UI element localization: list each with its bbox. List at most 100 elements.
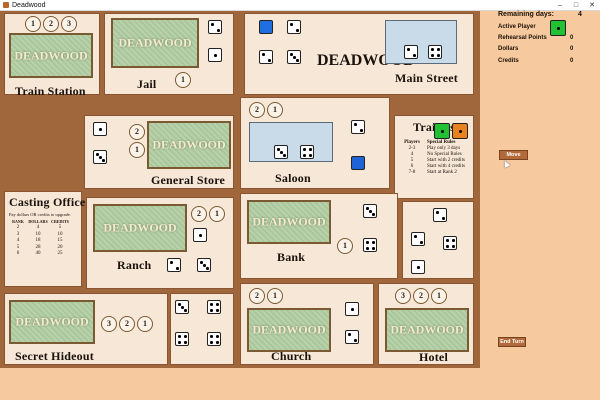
rehearsal-points: Rehearsal Points 0 [498, 35, 574, 41]
role-die[interactable] [207, 332, 221, 346]
role-die[interactable] [363, 204, 377, 218]
move-button[interactable]: Move [499, 150, 528, 160]
role-die[interactable] [93, 150, 107, 164]
role-die[interactable] [443, 236, 457, 250]
window-title: Deadwood [12, 1, 46, 9]
role-die[interactable] [287, 50, 301, 64]
scene-card-back: DEADWOOD [9, 33, 93, 78]
role-die[interactable] [93, 122, 107, 136]
player-token-green[interactable] [434, 123, 450, 139]
shot-counter: 1 [209, 206, 225, 222]
room-name-bank: Bank [277, 250, 306, 264]
room-hideout-roles[interactable] [170, 293, 234, 365]
scene-card-back: DEADWOOD [247, 200, 331, 244]
game-board: DEADWOOD 1 2 3 Train Station DEADWOOD 1 … [0, 11, 480, 368]
room-casting-office[interactable]: Casting Office Pay dollars OR credits to… [4, 191, 86, 287]
room-name-hotel: Hotel [419, 350, 448, 364]
remaining-days: Remaining days: 4 [498, 11, 582, 18]
shot-counter: 1 [431, 288, 447, 304]
room-name-main-street: Main Street [395, 71, 458, 85]
room-name-saloon: Saloon [275, 171, 311, 185]
role-die[interactable] [351, 156, 365, 170]
role-die[interactable] [207, 300, 221, 314]
shot-counter: 3 [61, 16, 77, 32]
role-die[interactable] [197, 258, 211, 272]
app-icon [3, 2, 9, 8]
room-bank[interactable]: DEADWOOD 1 Bank [240, 193, 398, 279]
room-name-casting-office: Casting Office [9, 195, 86, 209]
maximize-button[interactable]: □ [573, 2, 579, 9]
room-secret-hideout[interactable]: DEADWOOD 3 2 1 Secret Hideout [4, 293, 168, 365]
role-die[interactable] [193, 228, 207, 242]
room-name-general-store: General Store [151, 173, 226, 187]
role-die[interactable] [345, 302, 359, 316]
window-titlebar: Deadwood – □ ✕ [0, 0, 600, 11]
end-turn-button[interactable]: End Turn [498, 337, 526, 347]
shot-counter: 1 [129, 142, 145, 158]
shot-counter: 2 [43, 16, 59, 32]
shot-counter: 1 [337, 238, 353, 254]
shot-counter: 2 [249, 288, 265, 304]
shot-counter: 3 [101, 316, 117, 332]
room-name-church: Church [271, 349, 312, 363]
minimize-button[interactable]: – [558, 2, 562, 9]
role-die[interactable] [404, 45, 418, 59]
role-die[interactable] [259, 50, 273, 64]
shot-counter: 1 [25, 16, 41, 32]
status-panel: Remaining days: 4 Active Player Rehearsa… [480, 11, 600, 368]
room-jail[interactable]: DEADWOOD 1 Jail [104, 13, 234, 95]
role-die[interactable] [287, 20, 301, 34]
role-die[interactable] [167, 258, 181, 272]
shot-counter: 1 [267, 102, 283, 118]
role-die[interactable] [300, 145, 314, 159]
role-die[interactable] [208, 20, 222, 34]
shot-counter: 1 [267, 288, 283, 304]
role-die[interactable] [363, 238, 377, 252]
room-ranch[interactable]: DEADWOOD 2 1 Ranch [86, 197, 234, 289]
scene-card-back: DEADWOOD [385, 308, 469, 352]
shot-counter: 2 [129, 124, 145, 140]
role-die[interactable] [428, 45, 442, 59]
shot-counter: 2 [249, 102, 265, 118]
scene-card [249, 122, 333, 162]
role-die[interactable] [411, 232, 425, 246]
role-die[interactable] [208, 48, 222, 62]
player-token-orange[interactable] [452, 123, 468, 139]
room-general-store[interactable]: 2 1 DEADWOOD General Store [84, 115, 234, 189]
room-church[interactable]: 2 1 DEADWOOD Church [240, 283, 374, 365]
room-name-ranch: Ranch [117, 258, 152, 272]
role-die[interactable] [259, 20, 273, 34]
scene-card-back: DEADWOOD [9, 300, 95, 344]
dollars: Dollars 0 [498, 46, 574, 52]
role-die[interactable] [175, 332, 189, 346]
room-name-train-station: Train Station [15, 84, 86, 98]
role-die[interactable] [274, 145, 288, 159]
active-player-token [550, 20, 566, 36]
room-saloon[interactable]: 2 1 Saloon [240, 97, 390, 189]
scene-card-back: DEADWOOD [93, 204, 187, 252]
room-hotel[interactable]: 3 2 1 DEADWOOD Hotel [378, 283, 474, 365]
role-die[interactable] [433, 208, 447, 222]
role-die[interactable] [411, 260, 425, 274]
shot-counter: 2 [191, 206, 207, 222]
role-die[interactable] [345, 330, 359, 344]
close-button[interactable]: ✕ [589, 2, 595, 9]
shot-counter: 2 [119, 316, 135, 332]
scene-card-back: DEADWOOD [111, 18, 199, 68]
active-player-label: Active Player [498, 24, 536, 30]
shot-counter: 2 [413, 288, 429, 304]
shot-counter: 1 [137, 316, 153, 332]
room-main-street[interactable]: DEADWOOD Main Street [244, 13, 474, 95]
role-die[interactable] [351, 120, 365, 134]
scene-card-back: DEADWOOD [147, 121, 231, 169]
shot-counter: 1 [175, 72, 191, 88]
room-hotel-roles[interactable] [402, 201, 474, 279]
room-name-jail: Jail [137, 77, 157, 91]
room-train-station[interactable]: DEADWOOD 1 2 3 Train Station [4, 13, 100, 98]
role-die[interactable] [175, 300, 189, 314]
scene-card-back: DEADWOOD [247, 308, 331, 352]
credits: Credits 0 [498, 58, 574, 64]
shot-counter: 3 [395, 288, 411, 304]
